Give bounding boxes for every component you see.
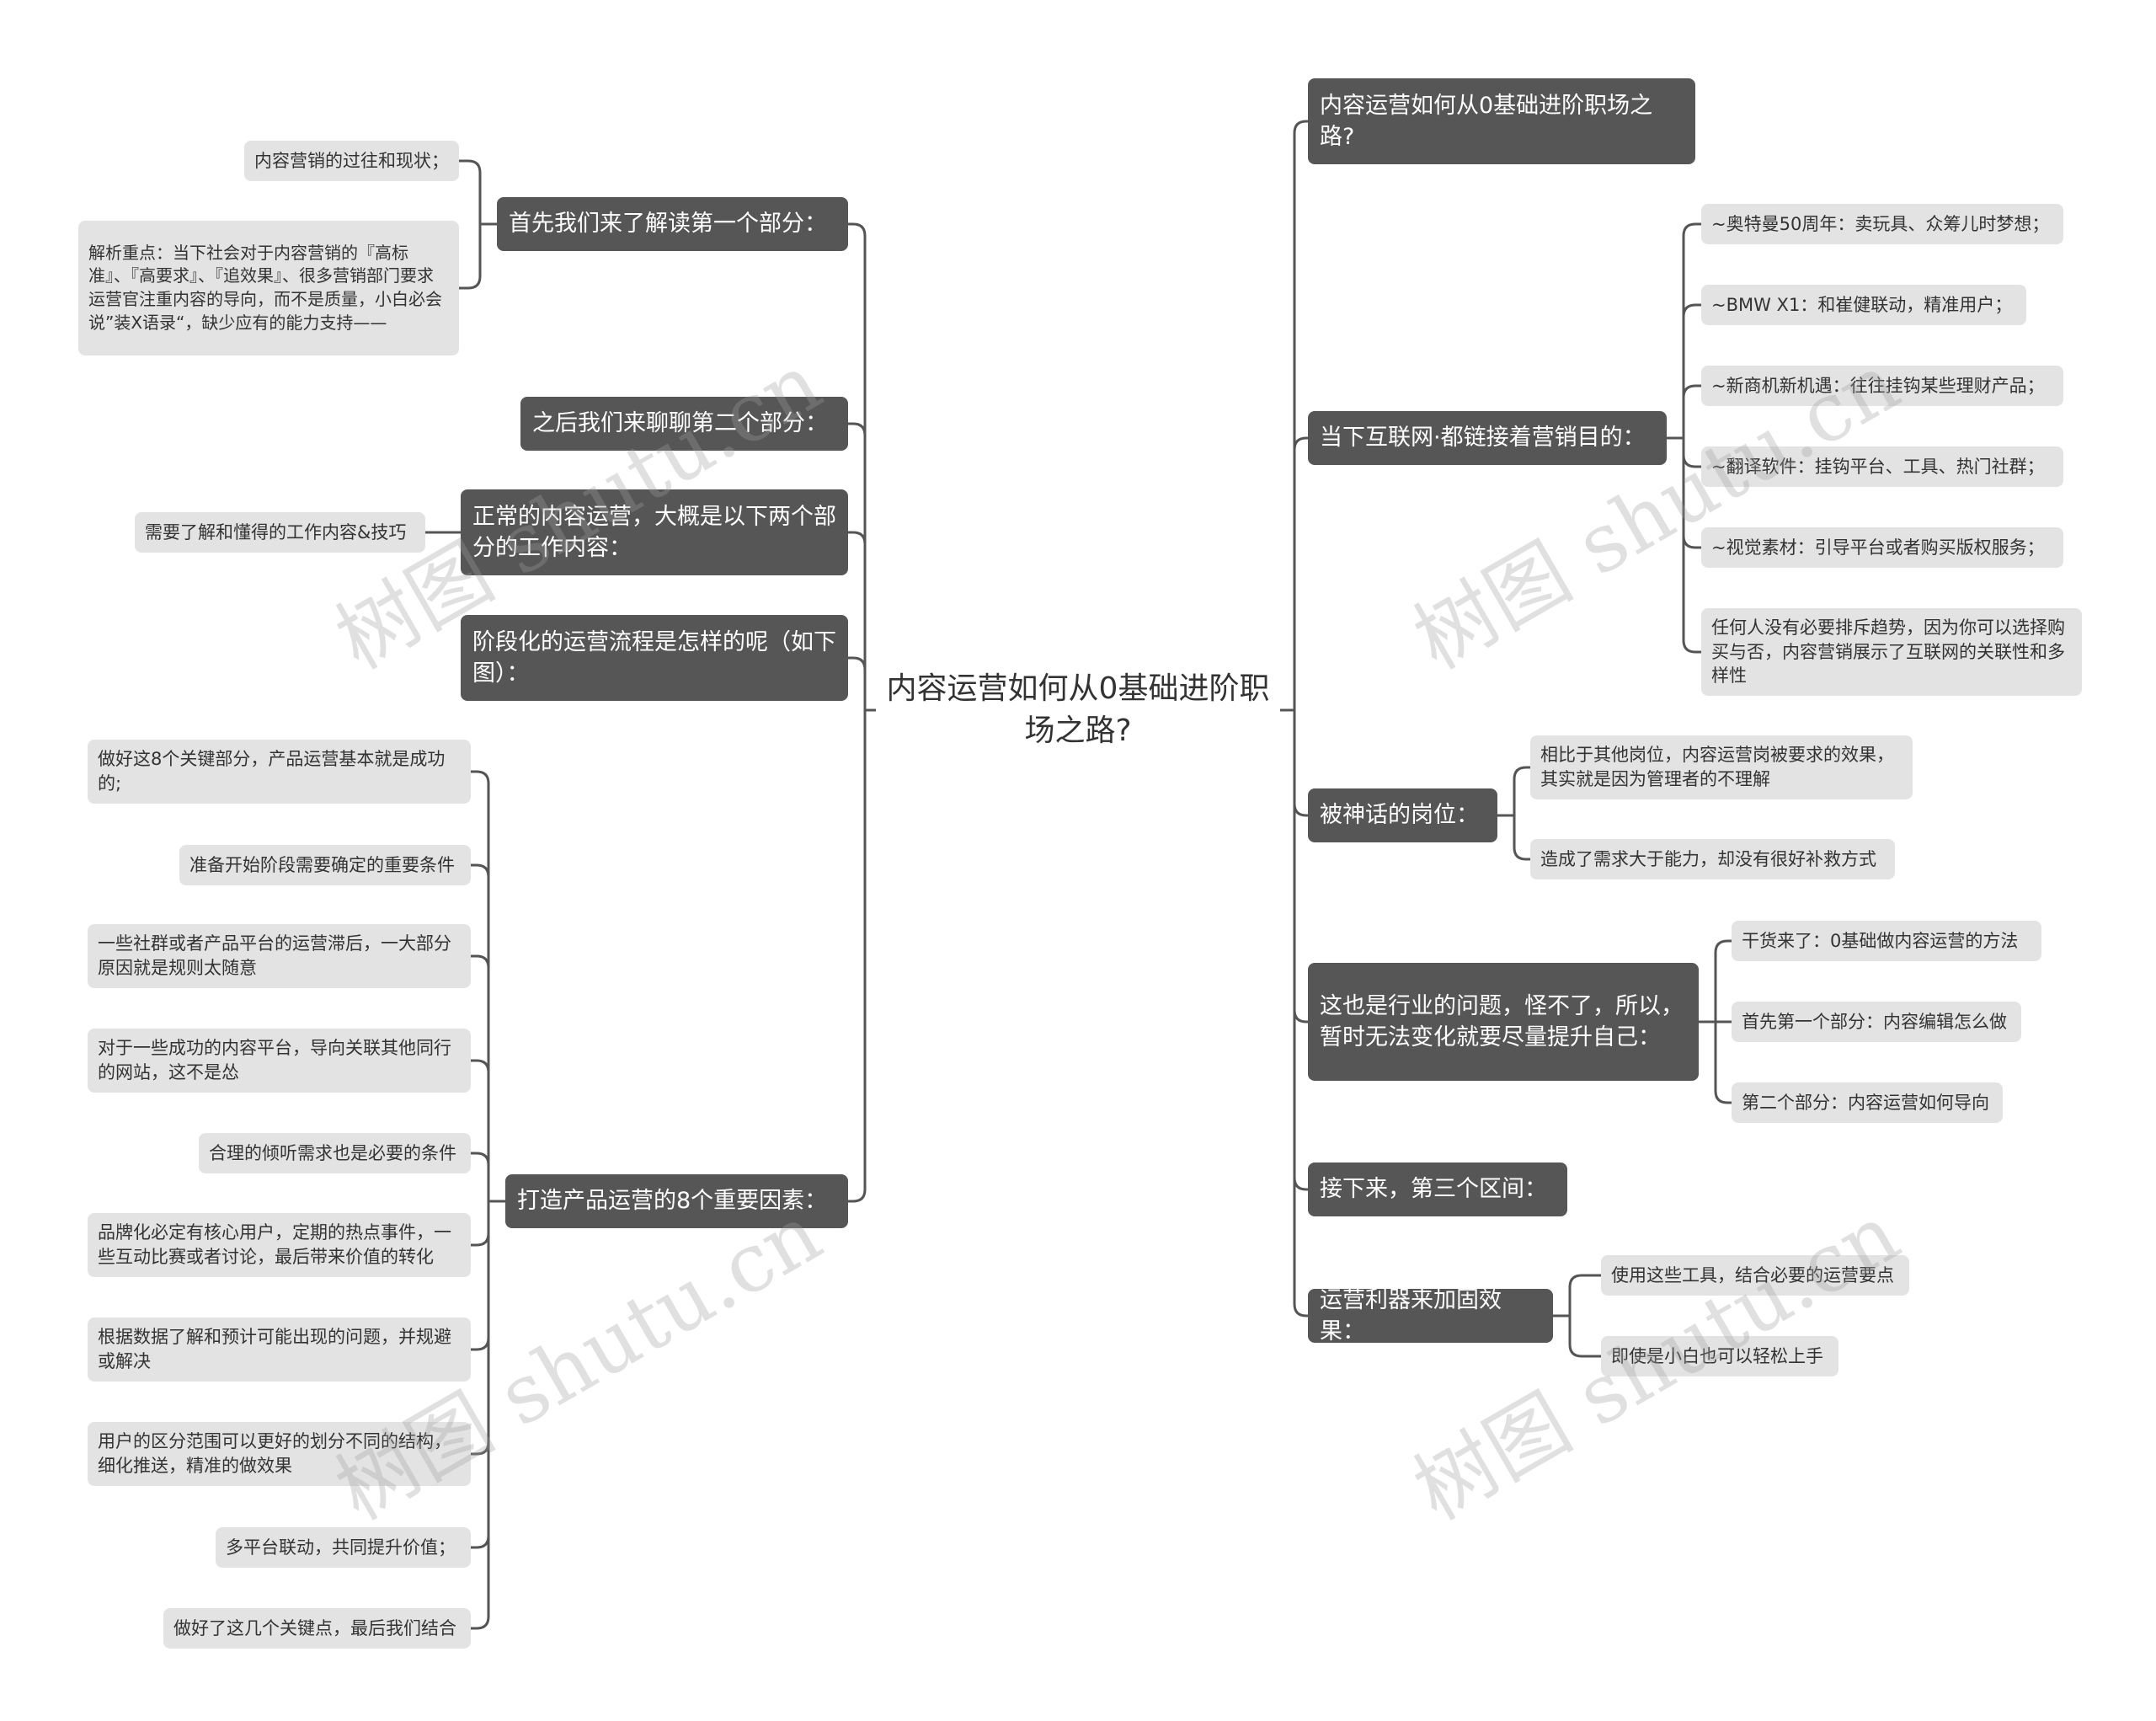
connector-root-right-5: [1280, 708, 1308, 1317]
connector-root-left-1: [848, 422, 876, 712]
leaf-role-expectation[interactable]: 相比于其他岗位，内容运营岗被要求的效果，其实就是因为管理者的不理解: [1530, 735, 1913, 799]
connector-root-left-3: [848, 656, 876, 712]
leaf-factor-8[interactable]: 用户的区分范围可以更好的划分不同的结构，细化推送，精准的做效果: [88, 1422, 471, 1486]
leaf-practical-method[interactable]: 干货来了：0基础做内容运营的方法: [1732, 921, 2041, 961]
topic-first-part[interactable]: 首先我们来了解读第一个部分：: [497, 197, 848, 251]
leaf-factor-2[interactable]: 准备开始阶段需要确定的重要条件: [179, 845, 471, 885]
connector-root-left-2: [848, 531, 876, 712]
leaf-translation-software[interactable]: ~翻译软件：挂钩平台、工具、热门社群；: [1701, 446, 2063, 487]
connector-left-4-1: [471, 863, 505, 1203]
topic-title-repeat[interactable]: 内容运营如何从0基础进阶职场之路?: [1308, 78, 1695, 164]
connector-right-5-0: [1553, 1274, 1601, 1317]
connector-left-4-2: [471, 954, 505, 1203]
connector-right-2-0: [1497, 766, 1530, 817]
leaf-factor-1[interactable]: 做好这8个关键部分，产品运营基本就是成功的;: [88, 740, 471, 804]
connector-right-1-2: [1667, 384, 1701, 440]
leaf-visual-assets[interactable]: ~视觉素材：引导平台或者购买版权服务；: [1701, 527, 2063, 568]
connector-right-1-1: [1667, 303, 1701, 440]
connector-left-0-1: [459, 222, 497, 290]
root-topic[interactable]: 内容运营如何从0基础进阶职场之路?: [886, 671, 1270, 748]
leaf-trend-statement[interactable]: 任何人没有必要排斥趋势，因为你可以选择购买与否，内容营销展示了互联网的关联性和多…: [1701, 608, 2082, 696]
connector-root-right-0: [1280, 120, 1308, 712]
leaf-work-content-skills[interactable]: 需要了解和懂得的工作内容&技巧: [135, 512, 425, 553]
leaf-analysis-focus[interactable]: 解析重点：当下社会对于内容营销的『高标准』、『高要求』、『追效果』、很多营销部门…: [78, 221, 459, 355]
leaf-factor-9[interactable]: 多平台联动，共同提升价值；: [216, 1527, 471, 1568]
leaf-demand-exceeds[interactable]: 造成了需求大于能力，却没有很好补救方式: [1530, 839, 1895, 879]
connector-right-3-2: [1699, 1020, 1732, 1104]
connector-left-0-0: [459, 159, 497, 226]
connector-root-left-0: [848, 222, 876, 712]
leaf-factor-7[interactable]: 根据数据了解和预计可能出现的问题，并规避或解决: [88, 1317, 471, 1382]
leaf-ultraman[interactable]: ~奥特曼50周年：卖玩具、众筹儿时梦想；: [1701, 204, 2063, 244]
topic-staged-process[interactable]: 阶段化的运营流程是怎样的呢（如下图）：: [461, 615, 848, 701]
connector-right-3-0: [1699, 939, 1732, 1024]
leaf-history-and-status[interactable]: 内容营销的过往和现状；: [244, 141, 459, 181]
connector-right-2-1: [1497, 814, 1530, 861]
leaf-factor-5[interactable]: 合理的倾听需求也是必要的条件: [199, 1133, 471, 1173]
topic-second-part[interactable]: 之后我们来聊聊第二个部分：: [520, 397, 848, 451]
topic-third-section[interactable]: 接下来，第三个区间：: [1308, 1162, 1567, 1216]
topic-mythologized-role[interactable]: 被神话的岗位：: [1308, 788, 1497, 842]
leaf-factor-4[interactable]: 对于一些成功的内容平台，导向关联其他同行的网站，这不是怂: [88, 1029, 471, 1093]
leaf-factor-3[interactable]: 一些社群或者产品平台的运营滞后，一大部分原因就是规则太随意: [88, 924, 471, 988]
leaf-use-tools[interactable]: 使用这些工具，结合必要的运营要点: [1601, 1255, 1909, 1296]
connector-root-left-4: [848, 708, 876, 1203]
leaf-bmw-x1[interactable]: ~BMW X1：和崔健联动，精准用户；: [1701, 285, 2026, 325]
leaf-factor-6[interactable]: 品牌化必定有核心用户，定期的热点事件，一些互动比赛或者讨论，最后带来价值的转化: [88, 1213, 471, 1277]
connector-left-4-9: [471, 1200, 505, 1630]
topic-ops-tools[interactable]: 运营利器来加固效果：: [1308, 1287, 1553, 1344]
connector-left-4-3: [471, 1059, 505, 1203]
topic-normal-content-ops[interactable]: 正常的内容运营，大概是以下两个部分的工作内容：: [461, 489, 848, 575]
connector-right-1-0: [1667, 222, 1701, 440]
leaf-easy-to-start[interactable]: 即使是小白也可以轻松上手: [1601, 1336, 1838, 1376]
topic-eight-factors[interactable]: 打造产品运营的8个重要因素：: [505, 1174, 848, 1228]
connector-left-4-0: [471, 770, 505, 1203]
leaf-content-guidance[interactable]: 第二个部分：内容运营如何导向: [1732, 1082, 2003, 1123]
leaf-factor-10[interactable]: 做好了这几个关键点，最后我们结合: [163, 1608, 471, 1649]
leaf-new-business[interactable]: ~新商机新机遇：往往挂钩某些理财产品；: [1701, 366, 2063, 406]
connector-right-1-5: [1667, 436, 1701, 654]
topic-industry-problem[interactable]: 这也是行业的问题，怪不了，所以，暂时无法变化就要尽量提升自己：: [1308, 963, 1699, 1081]
topic-internet-marketing[interactable]: 当下互联网·都链接着营销目的：: [1308, 411, 1667, 465]
leaf-content-editing[interactable]: 首先第一个部分：内容编辑怎么做: [1732, 1002, 2021, 1042]
connector-root-right-1: [1280, 436, 1308, 712]
connector-right-5-1: [1553, 1314, 1601, 1358]
connector-left-4-4: [471, 1152, 505, 1203]
